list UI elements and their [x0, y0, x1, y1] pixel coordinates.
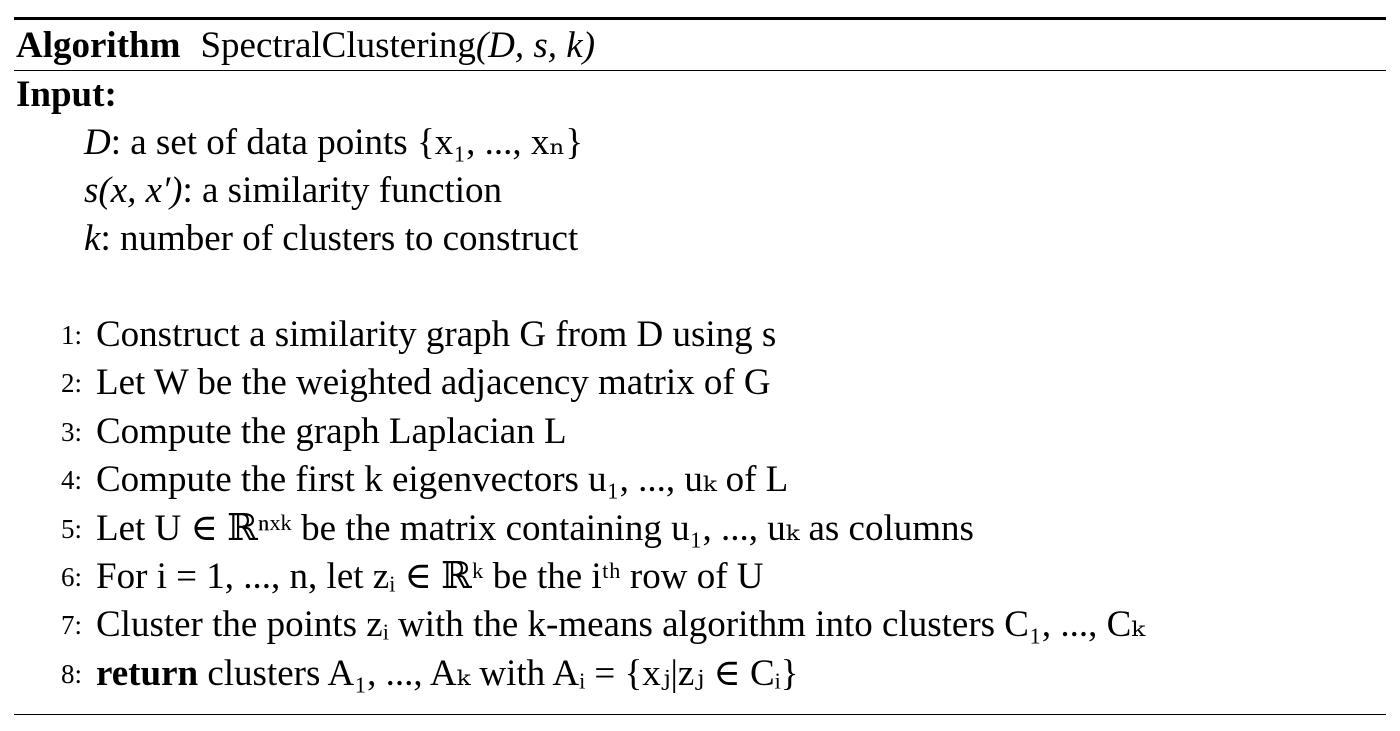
step-text: For i = 1, ..., n, let zᵢ ∈ ℝᵏ be the iᵗ…	[96, 555, 764, 597]
input-item-d: D: a set of data points {x₁, ..., xₙ}	[14, 119, 1386, 167]
step-8: 8: return clusters A₁, ..., Aₖ with Aᵢ =…	[14, 650, 1386, 698]
algorithm-header: Algorithm SpectralClustering(D, s, k)	[14, 20, 1386, 70]
top-rule	[14, 17, 1386, 20]
spacer	[14, 698, 1386, 714]
step-text: Compute the graph Laplacian L	[96, 410, 567, 452]
algorithm-keyword: Algorithm	[16, 24, 181, 66]
algorithm-params: (D, s, k)	[475, 24, 596, 66]
step-1: 1: Construct a similarity graph G from D…	[14, 311, 1386, 359]
bottom-rule	[14, 714, 1386, 716]
spacer	[14, 263, 1386, 311]
step-number: 6:	[60, 561, 82, 592]
step-number: 7:	[60, 610, 82, 641]
input-var: s(x, x′)	[84, 170, 183, 211]
input-item-s: s(x, x′): a similarity function	[14, 167, 1386, 215]
algorithm-box: Algorithm SpectralClustering(D, s, k) In…	[14, 17, 1386, 716]
step-number: 3:	[60, 416, 82, 447]
input-label: Input:	[16, 74, 117, 115]
input-desc: : number of clusters to construct	[100, 218, 579, 259]
input-var: D	[84, 122, 111, 163]
step-2: 2: Let W be the weighted adjacency matri…	[14, 359, 1386, 407]
step-text: Cluster the points zᵢ with the k-means a…	[96, 604, 1145, 646]
algorithm-name: SpectralClustering	[200, 24, 476, 66]
step-4: 4: Compute the first k eigenvectors u₁, …	[14, 456, 1386, 504]
step-number: 1:	[60, 320, 82, 350]
input-desc: : a similarity function	[182, 170, 503, 211]
step-5: 5: Let U ∈ ℝⁿˣᵏ be the matrix containing…	[14, 505, 1386, 553]
step-text: Construct a similarity graph G from D us…	[96, 314, 777, 355]
input-var: k	[84, 218, 101, 259]
step-number: 2:	[60, 368, 82, 399]
return-text: clusters A₁, ..., Aₖ with Aᵢ = {xⱼ|zⱼ ∈ …	[207, 652, 799, 694]
step-7: 7: Cluster the points zᵢ with the k-mean…	[14, 601, 1386, 649]
step-text: Let U ∈ ℝⁿˣᵏ be the matrix containing u₁…	[96, 507, 974, 549]
step-number: 5:	[60, 513, 82, 544]
input-item-k: k: number of clusters to construct	[14, 215, 1386, 263]
step-text: return clusters A₁, ..., Aₖ with Aᵢ = {x…	[96, 650, 799, 698]
header-rule	[14, 70, 1386, 71]
return-keyword: return	[96, 652, 199, 694]
step-number: 4:	[60, 465, 82, 496]
step-text: Compute the first k eigenvectors u₁, ...…	[96, 459, 789, 501]
step-number: 8:	[60, 658, 82, 689]
step-text: Let W be the weighted adjacency matrix o…	[96, 362, 771, 404]
step-3: 3: Compute the graph Laplacian L	[14, 408, 1386, 456]
input-desc: : a set of data points {x₁, ..., xₙ}	[110, 122, 584, 163]
step-6: 6: For i = 1, ..., n, let zᵢ ∈ ℝᵏ be the…	[14, 553, 1386, 601]
